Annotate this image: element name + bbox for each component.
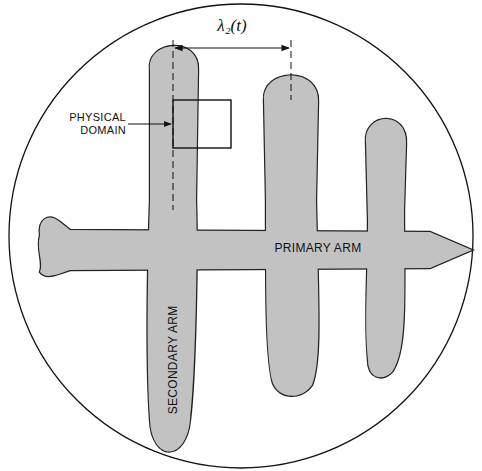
physical-domain-box — [173, 100, 231, 148]
part-label: PRIMARY ARM — [275, 242, 362, 256]
part-label: SECONDARY ARM — [166, 306, 180, 415]
spacing-label: λ₂(t) — [217, 16, 246, 36]
leader-line — [128, 123, 171, 124]
callout-label: PHYSICAL DOMAIN — [54, 111, 126, 136]
spacing-dimension — [175, 47, 289, 48]
dendrite-shape — [39, 46, 472, 452]
arm-axis-line — [291, 40, 292, 100]
view-circle — [9, 4, 473, 468]
